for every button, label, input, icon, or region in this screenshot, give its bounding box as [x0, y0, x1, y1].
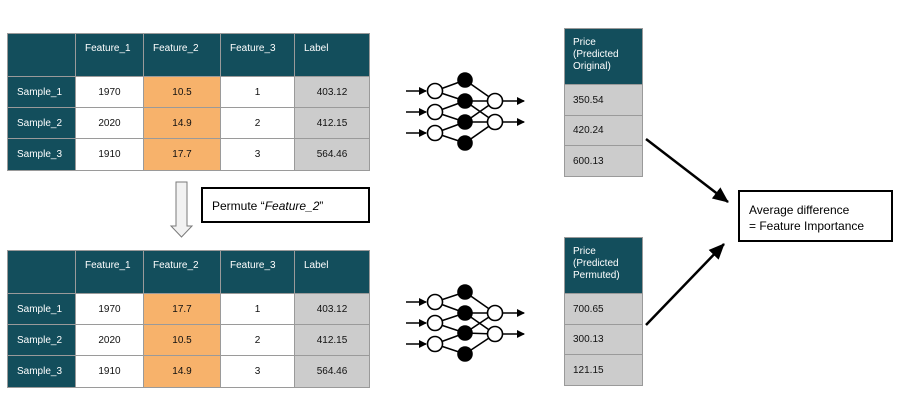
highlighted-cell: 14.9	[143, 355, 221, 388]
table-row: Sample_2 2020 10.5 2 412.15	[7, 324, 370, 356]
highlighted-cell: 10.5	[143, 76, 221, 108]
table-row: Sample_1 1970 17.7 1 403.12	[7, 293, 370, 325]
permute-prefix: Permute “	[212, 199, 265, 213]
highlighted-cell: 17.7	[143, 293, 221, 325]
row-header: Sample_3	[7, 355, 76, 388]
table-row: Sample_3 1910 17.7 3 564.46	[7, 138, 370, 171]
highlighted-cell: 17.7	[143, 138, 221, 171]
arrow-icon	[645, 243, 725, 326]
column-header: Feature_1	[75, 250, 144, 294]
permute-feature: Feature_2	[264, 199, 320, 213]
original-data-table: Feature_1 Feature_2 Feature_3 Label Samp…	[7, 33, 370, 171]
highlighted-cell: 14.9	[143, 107, 221, 139]
highlighted-cell: 10.5	[143, 324, 221, 356]
neural-network-icon	[406, 284, 525, 362]
prediction-value: 700.65	[564, 293, 643, 325]
table-cell: 3	[220, 355, 295, 388]
neural-network-icon	[406, 72, 525, 151]
permute-step-box: Permute “Feature_2”	[201, 187, 370, 223]
column-header: Feature_2	[143, 33, 221, 77]
column-header: Label	[294, 33, 370, 77]
table-cell: 1970	[75, 293, 144, 325]
table-cell: 1910	[75, 138, 144, 171]
prediction-value: 600.13	[564, 145, 643, 177]
permute-suffix: ”	[319, 199, 324, 213]
table-corner	[7, 250, 76, 294]
row-header: Sample_1	[7, 293, 76, 325]
label-cell: 564.46	[294, 355, 370, 388]
prediction-value: 420.24	[564, 115, 643, 146]
label-cell: 412.15	[294, 324, 370, 356]
column-header: Label	[294, 250, 370, 294]
label-cell: 403.12	[294, 293, 370, 325]
label-cell: 564.46	[294, 138, 370, 171]
column-header: Feature_3	[220, 33, 295, 77]
result-line-2: = Feature Importance	[749, 219, 865, 233]
table-cell: 3	[220, 138, 295, 171]
arrow-icon	[645, 138, 729, 203]
permuted-data-table: Feature_1 Feature_2 Feature_3 Label Samp…	[7, 250, 370, 388]
column-header: Feature_2	[143, 250, 221, 294]
table-cell: 1910	[75, 355, 144, 388]
row-header: Sample_2	[7, 324, 76, 356]
prediction-value: 121.15	[564, 354, 643, 386]
table-cell: 1	[220, 293, 295, 325]
table-corner	[7, 33, 76, 77]
table-row: Sample_3 1910 14.9 3 564.46	[7, 355, 370, 388]
row-header: Sample_2	[7, 107, 76, 139]
label-cell: 412.15	[294, 107, 370, 139]
prediction-value: 300.13	[564, 324, 643, 355]
result-line-1: Average difference	[749, 203, 850, 217]
row-header: Sample_3	[7, 138, 76, 171]
prediction-value: 350.54	[564, 84, 643, 116]
feature-importance-box: Average difference = Feature Importance	[738, 190, 893, 242]
table-row: Sample_1 1970 10.5 1 403.12	[7, 76, 370, 108]
down-arrow-icon	[169, 181, 194, 238]
row-header: Sample_1	[7, 76, 76, 108]
column-header: Feature_3	[220, 250, 295, 294]
